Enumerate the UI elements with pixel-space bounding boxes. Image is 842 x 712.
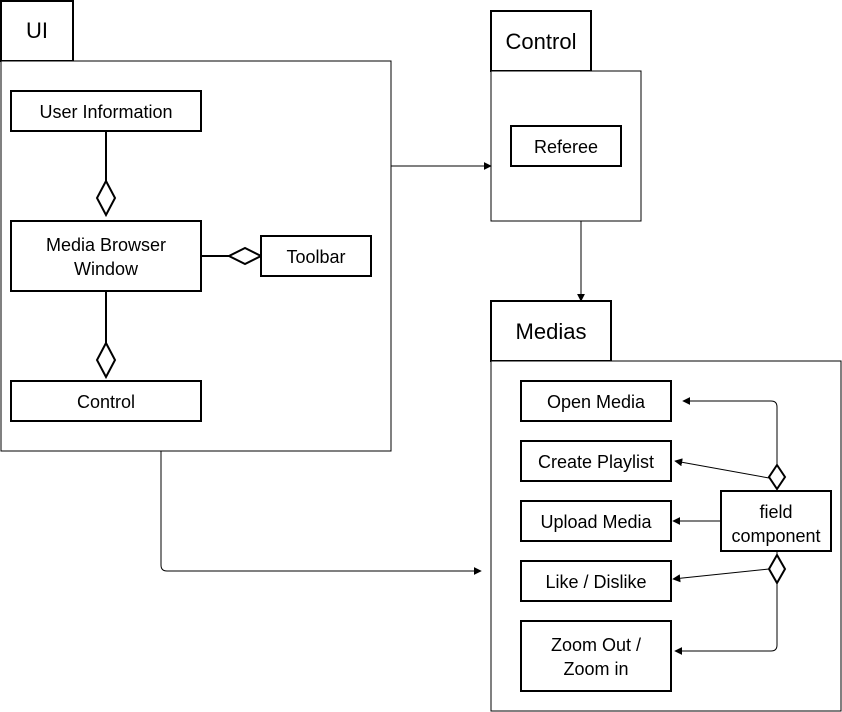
package-control: Control — [490, 10, 642, 222]
field-component-label-line2: component — [731, 526, 820, 546]
class-user-information[interactable]: User Information — [10, 90, 202, 132]
field-to-create-playlist-arrow — [674, 458, 770, 479]
field-to-open-media-arrow — [682, 397, 778, 465]
zoom-label-line1: Zoom Out / — [551, 635, 641, 655]
class-zoom[interactable]: Zoom Out / Zoom in — [520, 620, 672, 692]
package-control-label: Control — [506, 29, 577, 54]
package-control-tab — [490, 10, 592, 72]
media-browser-window-label-line2: Window — [74, 259, 139, 279]
ui-control-label: Control — [77, 392, 135, 412]
package-medias-label: Medias — [516, 319, 587, 344]
ui-to-medias-arrow — [160, 451, 482, 575]
field-bottom-aggregation-diamond-icon — [767, 552, 787, 586]
class-field-component[interactable]: field component — [720, 490, 832, 552]
open-media-label: Open Media — [547, 392, 646, 412]
toolbar-label: Toolbar — [286, 247, 345, 267]
media-browser-window-label-line1: Media Browser — [46, 235, 166, 255]
class-like-dislike[interactable]: Like / Dislike — [520, 560, 672, 602]
zoom-label-line2: Zoom in — [563, 659, 628, 679]
package-ui-label: UI — [26, 18, 48, 43]
class-media-browser-window[interactable]: Media Browser Window — [10, 220, 202, 292]
class-toolbar[interactable]: Toolbar — [260, 235, 372, 277]
userinfo-aggregation-diamond-icon — [95, 178, 117, 218]
control-aggregation-diamond-icon — [95, 340, 117, 380]
like-dislike-label: Like / Dislike — [545, 572, 646, 592]
class-create-playlist[interactable]: Create Playlist — [520, 440, 672, 482]
user-information-label: User Information — [39, 102, 172, 122]
class-ui-control[interactable]: Control — [10, 380, 202, 422]
class-open-media[interactable]: Open Media — [520, 380, 672, 422]
class-referee[interactable]: Referee — [510, 125, 622, 167]
field-to-zoom-arrow — [674, 583, 778, 655]
field-to-like-dislike-arrow — [672, 568, 770, 583]
package-ui-tab — [0, 0, 74, 62]
class-upload-media[interactable]: Upload Media — [520, 500, 672, 542]
field-top-aggregation-diamond-icon — [767, 463, 787, 491]
create-playlist-label: Create Playlist — [538, 452, 654, 472]
referee-label: Referee — [534, 137, 598, 157]
field-component-label-line1: field — [759, 502, 792, 522]
upload-media-label: Upload Media — [540, 512, 652, 532]
